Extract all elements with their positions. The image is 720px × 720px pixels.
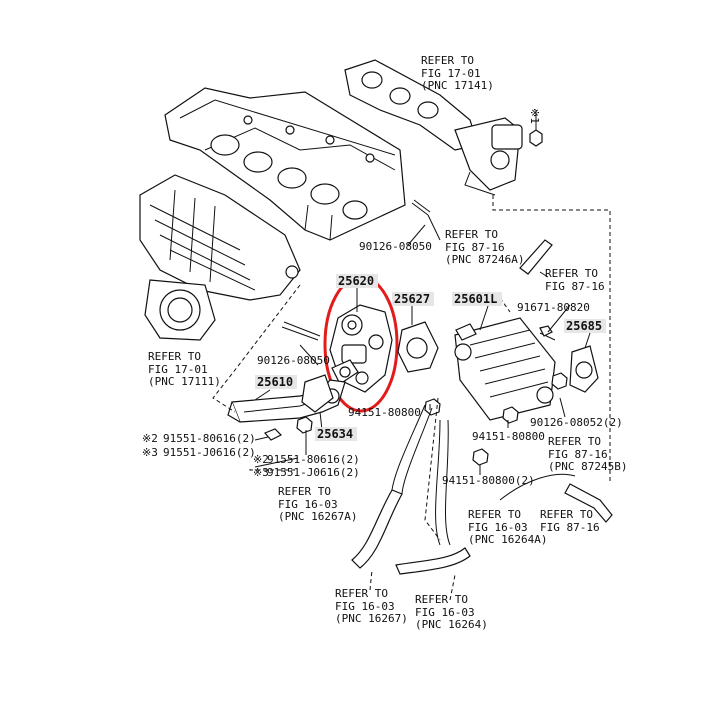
marker-1: ※1 xyxy=(528,108,541,124)
svg-text:FIG 16-03: FIG 16-03 xyxy=(468,521,528,534)
part-25685[interactable]: 25685 xyxy=(566,319,602,333)
svg-text:(PNC 16264A): (PNC 16264A) xyxy=(468,533,547,546)
svg-text:REFER TO: REFER TO xyxy=(540,508,593,521)
part-91551-j0616-b[interactable]: 91551-J0616(2) xyxy=(267,466,360,479)
svg-text:FIG 16-03: FIG 16-03 xyxy=(415,606,475,619)
part-25620[interactable]: 25620 xyxy=(338,274,374,288)
marker-3b: ※3 xyxy=(253,466,269,479)
callout-ref-16264a: REFER TO FIG 16-03 (PNC 16264A) xyxy=(468,508,547,546)
svg-text:(PNC 17141): (PNC 17141) xyxy=(421,79,494,92)
svg-text:(PNC 16267A): (PNC 16267A) xyxy=(278,510,357,523)
svg-text:REFER TO: REFER TO xyxy=(468,508,521,521)
callout-ref-16267: REFER TO FIG 16-03 (PNC 16267) xyxy=(335,587,408,625)
egr-valve-illustration xyxy=(329,304,393,393)
gasket-25627-illustration xyxy=(397,321,439,373)
svg-text:REFER TO: REFER TO xyxy=(548,435,601,448)
svg-text:REFER TO: REFER TO xyxy=(335,587,388,600)
part-25610[interactable]: 25610 xyxy=(257,375,293,389)
callout-ref-87246a: REFER TO FIG 87-16 (PNC 87246A) xyxy=(445,228,524,266)
callout-ref-87-16-right: REFER TO FIG 87-16 xyxy=(540,508,600,534)
part-90126-080-left[interactable]: 90126-08050 xyxy=(257,354,330,367)
part-25627[interactable]: 25627 xyxy=(394,292,430,306)
svg-text:(PNC 87246A): (PNC 87246A) xyxy=(445,253,524,266)
part-94151-80800-c[interactable]: 94151-80800(2) xyxy=(442,474,535,487)
svg-text:FIG 87-16: FIG 87-16 xyxy=(540,521,600,534)
svg-text:REFER TO: REFER TO xyxy=(148,350,201,363)
svg-text:(PNC 16264): (PNC 16264) xyxy=(415,618,488,631)
part-90126-08050[interactable]: 90126-08050 xyxy=(359,240,432,253)
exhaust-manifold-illustration xyxy=(344,59,543,196)
marker-3: ※3 xyxy=(142,446,158,459)
callout-ref-16264: REFER TO FIG 16-03 (PNC 16264) xyxy=(415,593,488,631)
egr-cooler-illustration xyxy=(454,317,556,421)
part-25601l[interactable]: 25601L xyxy=(454,292,497,306)
reference-dashes xyxy=(212,195,611,601)
part-91551-80616-a[interactable]: 91551-80616(2) xyxy=(163,432,256,445)
leader-lines xyxy=(254,224,591,475)
stud-bolt-left xyxy=(281,321,321,341)
bolts-91551 xyxy=(263,416,313,455)
cylinder-head-illustration xyxy=(164,87,406,241)
svg-text:REFER TO: REFER TO xyxy=(445,228,498,241)
svg-text:(PNC 16267): (PNC 16267) xyxy=(335,612,408,625)
svg-text:REFER TO: REFER TO xyxy=(278,485,331,498)
stud-bolt-top xyxy=(411,199,441,241)
svg-text:REFER TO: REFER TO xyxy=(421,54,474,67)
part-90126-08052[interactable]: 90126-08052(2) xyxy=(530,416,623,429)
callout-ref-17111: REFER TO FIG 17-01 (PNC 17111) xyxy=(148,350,221,388)
svg-text:FIG 16-03: FIG 16-03 xyxy=(335,600,395,613)
svg-text:REFER TO: REFER TO xyxy=(415,593,468,606)
part-91551-j0616-a[interactable]: 91551-J0616(2) xyxy=(163,446,256,459)
svg-text:FIG 17-01: FIG 17-01 xyxy=(148,363,208,376)
part-94151-80800-a[interactable]: 94151-80800 xyxy=(348,406,421,419)
svg-text:(PNC 87245B): (PNC 87245B) xyxy=(548,460,627,473)
intake-manifold-illustration xyxy=(139,174,301,341)
nuts-94151 xyxy=(424,372,568,466)
gasket-25634-illustration xyxy=(301,374,334,413)
svg-text:FIG 87-16: FIG 87-16 xyxy=(445,241,505,254)
svg-text:FIG 17-01: FIG 17-01 xyxy=(421,67,481,80)
callout-ref-17141: REFER TO FIG 17-01 (PNC 17141) xyxy=(421,54,494,92)
gasket-25685-illustration xyxy=(569,345,599,393)
svg-text:FIG 16-03: FIG 16-03 xyxy=(278,498,338,511)
svg-text:FIG 87-16: FIG 87-16 xyxy=(545,280,605,293)
svg-text:FIG 87-16: FIG 87-16 xyxy=(548,448,608,461)
hoses xyxy=(351,239,613,575)
callout-ref-87245b: REFER TO FIG 87-16 (PNC 87245B) xyxy=(548,435,627,473)
marker-2b: ※2 xyxy=(253,453,269,466)
part-91551-80616-b[interactable]: 91551-80616(2) xyxy=(267,453,360,466)
marker-2: ※2 xyxy=(142,432,158,445)
part-25634[interactable]: 25634 xyxy=(317,427,353,441)
svg-text:(PNC 17111): (PNC 17111) xyxy=(148,375,221,388)
part-94151-80800-b[interactable]: 94151-80800 xyxy=(472,430,545,443)
callout-ref-87-16-top: REFER TO FIG 87-16 xyxy=(545,267,605,293)
bolt-91671-illustration xyxy=(539,325,556,341)
svg-text:REFER TO: REFER TO xyxy=(545,267,598,280)
part-91671-80820[interactable]: 91671-80820 xyxy=(517,301,590,314)
callout-ref-16267a: REFER TO FIG 16-03 (PNC 16267A) xyxy=(278,485,357,523)
